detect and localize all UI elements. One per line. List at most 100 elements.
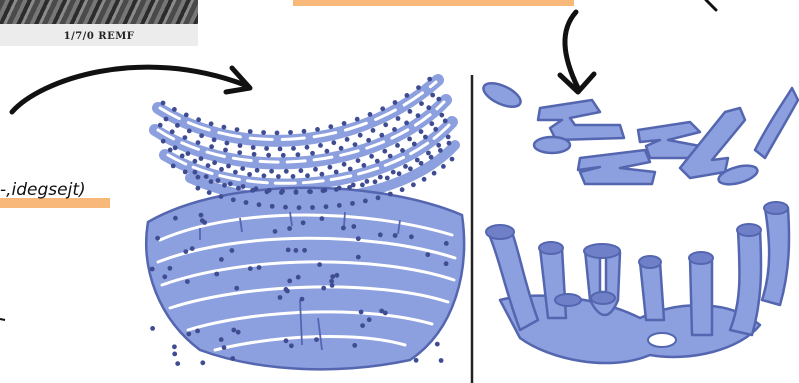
ribosome-dot <box>388 192 393 197</box>
ribosome-dot <box>187 129 192 134</box>
ribosome-dot <box>382 149 387 154</box>
smooth-er-fragment-3 <box>534 137 570 153</box>
ribosome-dot <box>419 161 424 166</box>
ribosome-dot <box>395 143 400 148</box>
ribosome-dot <box>269 169 274 174</box>
smooth-er-fragment-8 <box>755 88 798 158</box>
ribosome-dot <box>416 113 421 118</box>
ribosome-dot <box>393 100 398 105</box>
ribosome-dot <box>209 179 214 184</box>
ribosome-dot <box>412 142 417 147</box>
ribosome-dot <box>200 360 205 365</box>
ribosome-dot <box>393 233 398 238</box>
ribosome-dot <box>222 183 227 188</box>
ribosome-dot <box>171 164 176 169</box>
ribosome-dot <box>240 166 245 171</box>
ribosome-dot <box>379 309 384 314</box>
ribosome-dot <box>404 121 409 126</box>
ribosome-dot <box>155 236 160 241</box>
ribosome-dot <box>237 150 242 155</box>
ribosome-dot <box>426 151 431 156</box>
ribosome-dot <box>444 261 449 266</box>
micrograph-caption: 1/7/0 REMF <box>0 31 198 42</box>
smooth-er-tube-4 <box>640 262 664 320</box>
ribosome-dot <box>411 182 416 187</box>
smooth-er-tube-5 <box>690 258 712 335</box>
ribosome-dot <box>206 163 211 168</box>
pen-tick-left <box>0 319 5 320</box>
ribosome-dot <box>408 166 413 171</box>
ribosome-dot <box>379 133 384 138</box>
ribosome-dot <box>266 153 271 158</box>
ribosome-dot <box>330 283 335 288</box>
ribosome-dot <box>439 358 444 363</box>
ribosome-dot <box>254 186 259 191</box>
ribosome-dot <box>360 323 365 328</box>
ribosome-dot <box>185 279 190 284</box>
ribosome-dot <box>233 170 238 175</box>
ribosome-dot <box>273 229 278 234</box>
ribosome-dot <box>329 279 334 284</box>
ribosome-dot <box>444 241 449 246</box>
smooth-er-tube-6 <box>730 230 761 335</box>
ribosome-dot <box>219 337 224 342</box>
smooth-er-fragment-4 <box>578 150 655 184</box>
ribosome-dot <box>436 97 441 102</box>
ribosome-dot <box>419 129 424 134</box>
ribosome-dot <box>264 146 269 151</box>
ribosome-dot <box>228 181 233 186</box>
ribosome-dot <box>318 143 323 148</box>
ribosome-dot <box>173 145 178 150</box>
ribosome-dot <box>310 151 315 156</box>
ribosome-dot <box>212 160 217 165</box>
ribosome-dot <box>230 356 235 361</box>
ribosome-dot <box>407 137 412 142</box>
ribosome-dot <box>366 138 371 143</box>
ribosome-dot <box>175 123 180 128</box>
ribosome-dot <box>337 203 342 208</box>
ribosome-dot <box>321 188 326 193</box>
ribosome-dot <box>368 112 373 117</box>
ribosome-dot <box>438 148 443 153</box>
ribosome-dot <box>186 151 191 156</box>
ribosome-dot <box>408 109 413 114</box>
pen-stroke-top-right <box>706 0 716 10</box>
ribosome-dot <box>359 310 364 315</box>
ribosome-dot <box>352 343 357 348</box>
ribosome-dot <box>383 122 388 127</box>
ribosome-dot <box>183 135 188 140</box>
smooth-er-icon <box>480 78 798 188</box>
ribosome-dot <box>150 267 155 272</box>
ribosome-dot <box>199 156 204 161</box>
ribosome-dot <box>339 146 344 151</box>
arrow-left-curve <box>12 67 245 112</box>
smooth-er-fragment-2 <box>538 100 624 140</box>
ribosome-dot <box>226 164 231 169</box>
ribosome-dot <box>446 135 451 140</box>
ribosome-dot <box>331 140 336 145</box>
ribosome-dot <box>427 77 432 82</box>
ribosome-dot <box>284 169 289 174</box>
smooth-er-fragment-1 <box>480 78 524 111</box>
ribosome-dot <box>223 148 228 153</box>
ribosome-dot <box>385 176 390 181</box>
ribosome-dot <box>435 342 440 347</box>
ribosome-dot <box>236 330 241 335</box>
ribosome-dot <box>291 174 296 179</box>
handwritten-label: -,idegsejt) <box>0 180 86 200</box>
ribosome-dot <box>255 168 260 173</box>
ribosome-dot <box>172 107 177 112</box>
ribosome-dot <box>287 279 292 284</box>
ribosome-dot <box>425 252 430 257</box>
ribosome-dot <box>429 155 434 160</box>
ribosome-dot <box>416 85 421 90</box>
ribosome-dot <box>409 234 414 239</box>
ribosome-dot <box>353 142 358 147</box>
ribosome-dot <box>275 131 280 136</box>
ribosome-dot <box>362 163 367 168</box>
ribosome-dot <box>300 297 305 302</box>
ribosome-dot <box>320 172 325 177</box>
ribosome-dot <box>216 178 221 183</box>
ribosome-dot <box>342 162 347 167</box>
ribosome-dot <box>262 173 267 178</box>
